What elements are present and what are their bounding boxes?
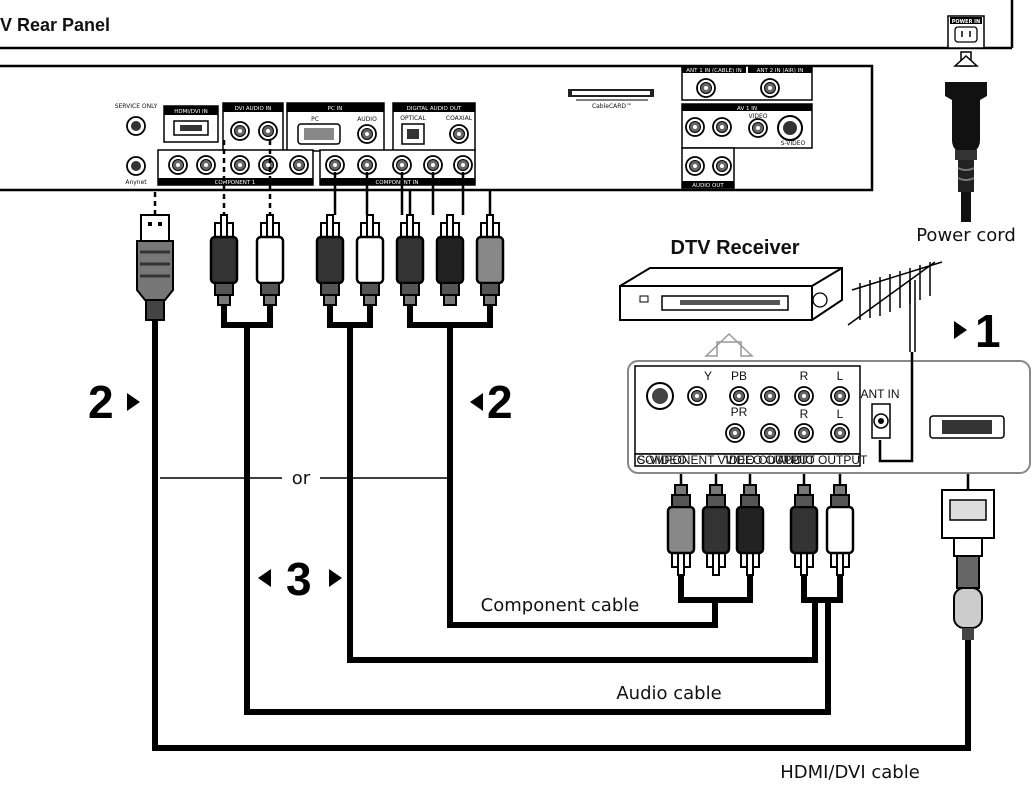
digital-audio-out-ports: DIGITAL AUDIO OUT OPTICAL COAXIAL [393,103,475,151]
power-cord-label: Power cord [916,225,1016,246]
marker-1-number: 1 [975,305,1001,357]
rx-audio-output-label: AUDIO OUTPUT [777,453,868,467]
receiver-arrow [706,334,752,356]
panel-title: V Rear Panel [0,15,110,35]
service-only-label: SERVICE ONLY [115,103,158,110]
ant1-label: ANT 1 IN (CABLE) IN [686,68,741,74]
pc-audio-label: AUDIO [357,116,377,123]
pc-in-label: PC IN [328,106,343,112]
power-in-label: POWER IN [952,19,980,25]
rx-l-bottom-label: L [837,407,844,421]
rx-y-label: Y [704,369,712,383]
receiver-back-panel: Y PB PR R L R L S-VIDEO COMPONENT VIDEO … [628,361,1030,473]
antenna-inputs: ANT 1 IN (CABLE) IN ANT 2 IN (AIR) IN [682,66,812,100]
tv-side-rca-plugs [211,215,503,305]
optical-label: OPTICAL [400,115,426,122]
marker-2-right: 2 [470,376,513,428]
component-2-ports: COMPONENT IN [320,150,475,186]
av1-in-label: AV 1 IN [737,106,757,112]
receiver-side-rca-plugs [668,485,853,575]
ant2-label: ANT 2 IN (AIR) IN [757,68,804,74]
hdmi-dvi-cable-label: HDMI/DVI cable [780,762,920,783]
marker-1: 1 [954,305,1001,357]
receiver-svideo-port [647,383,673,409]
marker-2-left: 2 [88,376,140,428]
audio-out-label: AUDIO OUT [692,183,724,189]
anynet-label: Anynet [125,179,147,186]
marker-2-left-number: 2 [88,376,114,428]
or-label: or [292,468,311,489]
pc-in-ports: PC IN PC AUDIO [287,103,384,151]
hdmi-dvi-in-port: HDMI/DVI IN [164,106,218,142]
rx-dvi-port [930,416,1004,438]
av-svideo-label: S-VIDEO [781,140,806,147]
or-divider: or [160,468,450,489]
component-1-ports: COMPONENT 1 [158,150,313,186]
av1-in-ports: AV 1 IN VIDEO S-VIDEO [682,104,812,148]
marker-3: 3 [258,553,342,605]
hdmi-plug [137,215,173,320]
cablecard-slot: CableCARD™ [568,89,654,110]
rx-l-top-label: L [837,369,844,383]
rx-pb-label: PB [731,369,747,383]
marker-2-right-number: 2 [487,376,513,428]
dvi-audio-in-ports: DVI AUDIO IN [223,103,283,151]
power-cord [945,52,987,222]
component-cable-label: Component cable [481,595,640,616]
audio-out-ports: AUDIO OUT [682,148,734,189]
component-2-label: COMPONENT IN [375,180,418,186]
audio-cable-label: Audio cable [616,683,721,704]
pc-label: PC [311,116,319,123]
coaxial-label: COAXIAL [446,115,473,122]
tv-rear-panel: V Rear Panel POWER IN SERVICE ONLY Anyne… [0,0,1012,190]
marker-3-number: 3 [286,553,312,605]
power-in-socket: POWER IN [948,16,984,48]
dtv-receiver-label: DTV Receiver [671,237,800,259]
rx-pr-label: PR [731,405,748,419]
rx-ant-in-port [872,404,890,438]
rx-ant-in-label: ANT IN [860,387,899,401]
rx-r-bottom-label: R [800,407,809,421]
component-1-label: COMPONENT 1 [215,180,256,186]
service-port [127,117,145,135]
dtv-receiver-device [620,268,842,320]
anynet-port [127,157,145,175]
rx-r-top-label: R [800,369,809,383]
hdmi-dvi-in-label: HDMI/DVI IN [174,109,208,115]
dvi-audio-in-label: DVI AUDIO IN [235,106,272,112]
cablecard-label: CableCARD™ [592,103,632,110]
digital-audio-out-label: DIGITAL AUDIO OUT [407,106,462,112]
